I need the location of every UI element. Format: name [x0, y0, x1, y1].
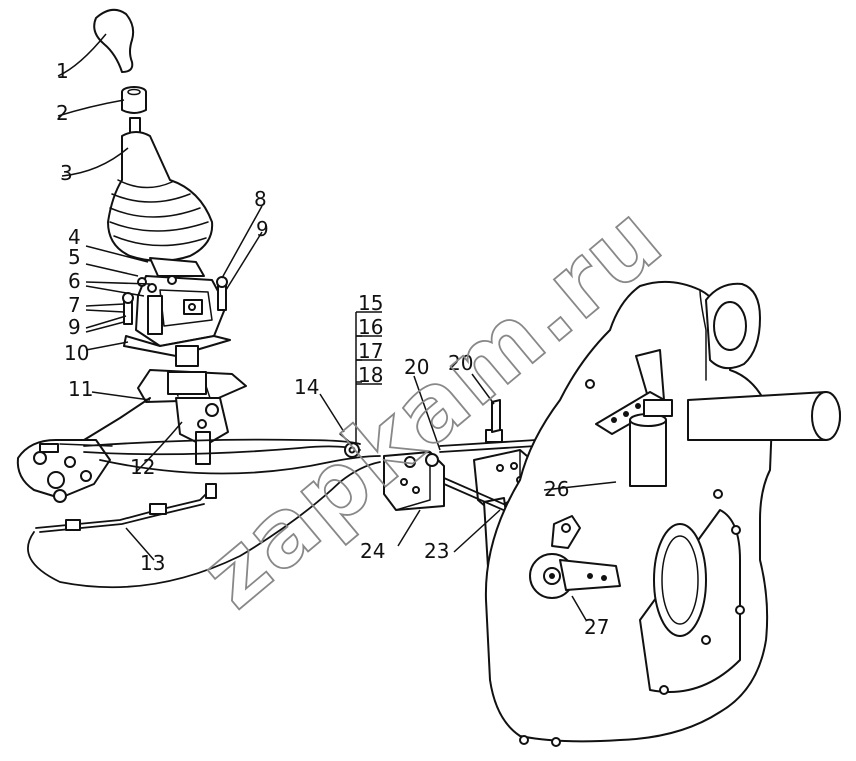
callout-20-right: 20 — [448, 351, 473, 375]
callout-8: 8 — [254, 187, 267, 211]
shift-lever-upper — [595, 349, 673, 487]
callout-18: 18 — [358, 363, 383, 387]
callout-16: 16 — [358, 315, 383, 339]
callout-7: 7 — [68, 293, 81, 317]
callout-27: 27 — [584, 615, 609, 639]
shift-cables — [27, 438, 381, 589]
callout-4: 4 — [68, 225, 81, 249]
callout-9-lower: 9 — [68, 315, 81, 339]
shift-knob — [93, 8, 135, 73]
callout-9-upper: 9 — [256, 217, 269, 241]
callout-17: 17 — [358, 339, 383, 363]
cable-clip — [339, 433, 360, 458]
callout-20-left: 20 — [404, 355, 429, 379]
callout-15: 15 — [358, 291, 383, 315]
callout-13: 13 — [140, 551, 165, 575]
callout-24: 24 — [360, 539, 385, 563]
callout-26: 26 — [544, 477, 569, 501]
mounting-bracket-left — [383, 451, 445, 511]
callout-leaders — [57, 33, 617, 621]
callout-6: 6 — [68, 269, 81, 293]
callout-10: 10 — [64, 341, 89, 365]
callout-23: 23 — [424, 539, 449, 563]
callout-labels: 1 2 3 4 5 6 7 8 9 9 10 11 12 13 14 15 16… — [56, 59, 609, 639]
callout-14: 14 — [294, 375, 319, 399]
callout-5: 5 — [68, 245, 81, 269]
shift-housing-upper — [122, 257, 231, 367]
transmission-housing — [484, 280, 841, 747]
callout-2: 2 — [56, 101, 69, 125]
callout-12: 12 — [130, 455, 155, 479]
callout-3: 3 — [60, 161, 73, 185]
bushing — [121, 86, 147, 114]
callout-1: 1 — [56, 59, 69, 83]
cable-end-left — [16, 439, 113, 503]
callout-11: 11 — [68, 377, 93, 401]
shift-lever-lower — [529, 515, 621, 599]
rubber-boot — [107, 117, 214, 262]
